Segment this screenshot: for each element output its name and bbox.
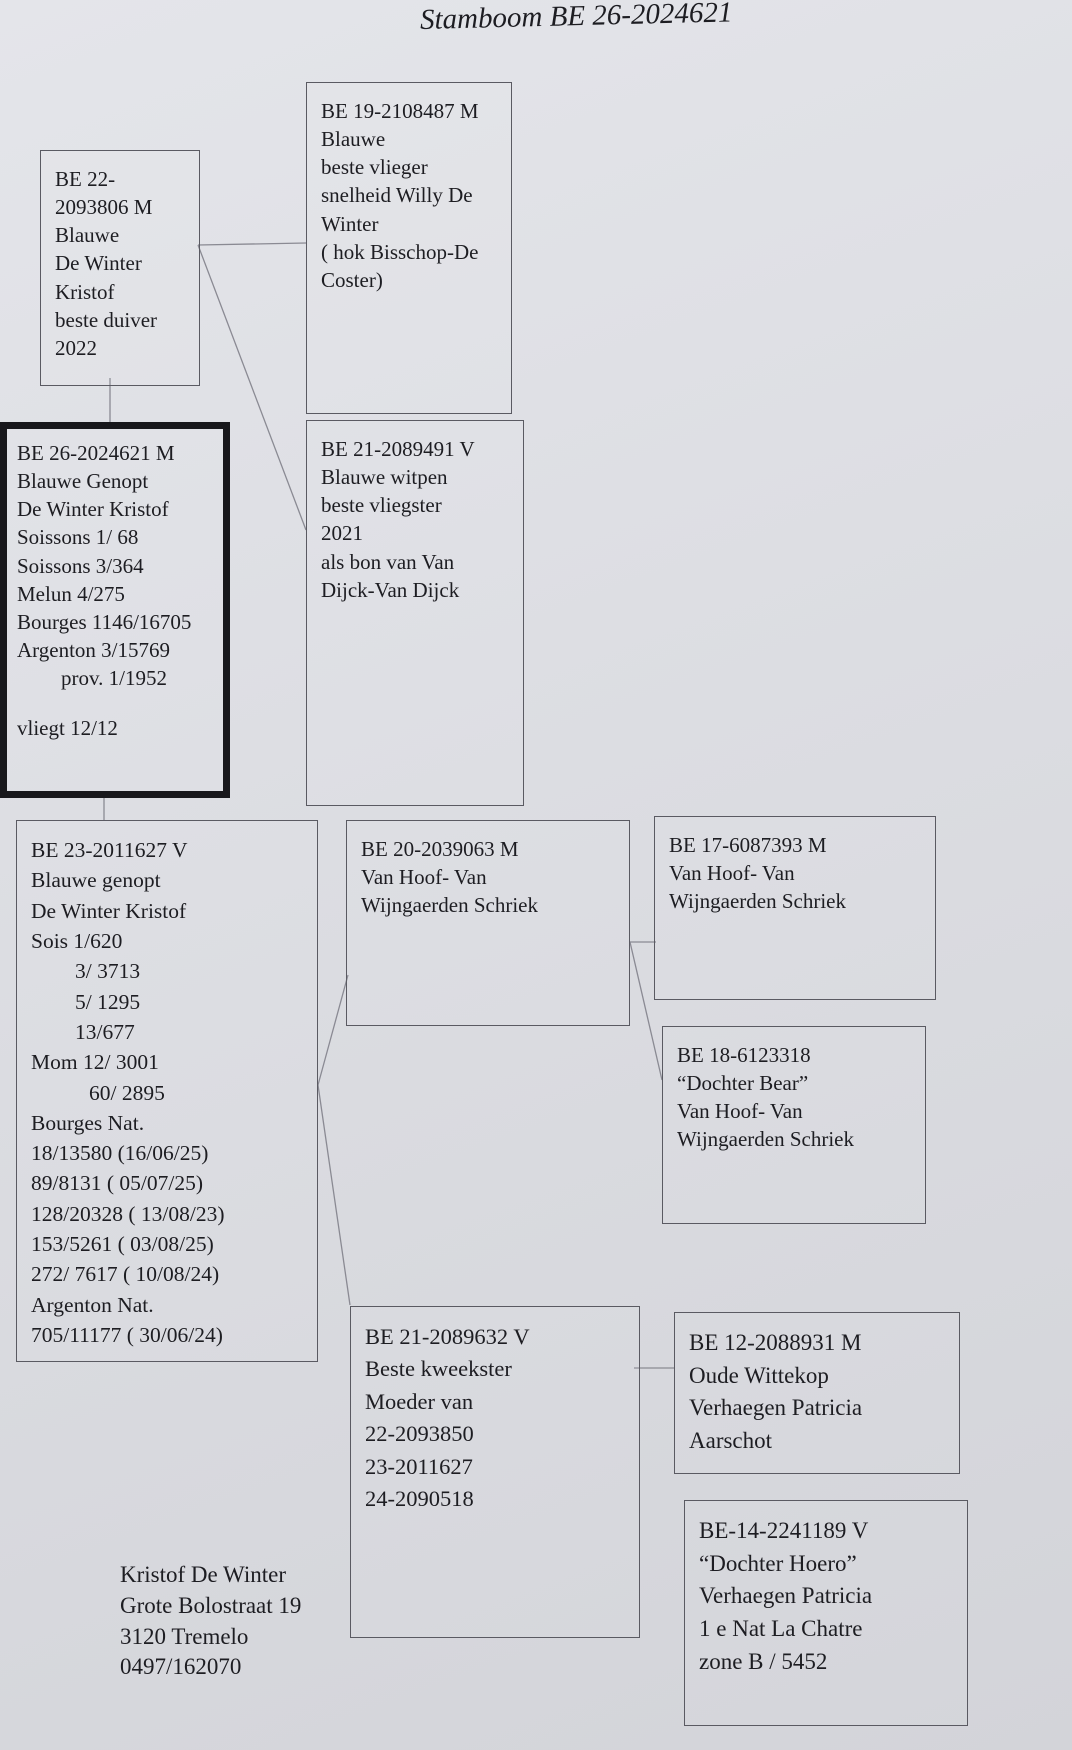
sire-dam-line: BE 21-2089491 V: [321, 437, 475, 461]
dam-sire-sire-line: Van Hoof- Van: [669, 861, 795, 886]
dam-dam-sire-line: Aarschot: [689, 1427, 773, 1453]
dam-sire-dam-line: “Dochter Bear”: [677, 1071, 809, 1096]
dam-sire-line: Wijngaerden Schriek: [361, 893, 539, 918]
dam-dam-dam-line: zone B / 5452: [699, 1648, 828, 1674]
dam-line: Mom 12/ 3001: [31, 1050, 159, 1075]
main-pigeon-line: BE 26-2024621 M: [17, 441, 175, 465]
sire-dam-line: Blauwe witpen: [321, 465, 448, 490]
dam-dam-line: 23-2011627: [365, 1453, 473, 1479]
sire-line: 2022: [55, 335, 97, 360]
dam-line: 128/20328 ( 13/08/23): [31, 1201, 225, 1226]
dam-sire-sire-line: BE 17-6087393 M: [669, 833, 827, 857]
main-pigeon-flight-record: vliegt 12/12: [17, 716, 118, 741]
dam-dam-line: 22-2093850: [365, 1421, 474, 1447]
main-pigeon-line: prov. 1/1952: [61, 666, 167, 690]
dam-dam-line: 24-2090518: [365, 1485, 474, 1511]
sire-line: Kristof: [55, 279, 115, 304]
dam-box: BE 23-2011627 V Blauwe genopt De Winter …: [16, 820, 318, 1362]
dam-sire-line: Van Hoof- Van: [361, 865, 487, 890]
owner-address: Kristof De Winter Grote Bolostraat 19 31…: [120, 1560, 301, 1683]
dam-dam-line: BE 21-2089632 V: [365, 1324, 530, 1349]
dam-line: 18/13580 (16/06/25): [31, 1141, 209, 1166]
main-pigeon-line: De Winter Kristof: [17, 497, 169, 522]
dam-sire-dam-box: BE 18-6123318 “Dochter Bear” Van Hoof- V…: [662, 1026, 926, 1224]
dam-line: Argenton Nat.: [31, 1292, 154, 1317]
dam-dam-line: Beste kweekster: [365, 1356, 512, 1382]
main-pigeon-line: Soissons 1/ 68: [17, 525, 139, 550]
dam-dam-dam-line: Verhaegen Patricia: [699, 1583, 873, 1609]
dam-line: Sois 1/620: [31, 928, 123, 953]
dam-line: Bourges Nat.: [31, 1110, 145, 1135]
sire-line: beste duiver: [55, 307, 158, 332]
sire-dam-line: Dijck-Van Dijck: [321, 577, 460, 602]
dam-dam-sire-line: Oude Wittekop: [689, 1362, 829, 1388]
main-pigeon-line: Soissons 3/364: [17, 553, 144, 578]
dam-dam-dam-line: 1 e Nat La Chatre: [699, 1615, 863, 1641]
dam-line: 13/677: [75, 1019, 135, 1044]
owner-name: Kristof De Winter: [120, 1562, 286, 1587]
dam-dam-box: BE 21-2089632 V Beste kweekster Moeder v…: [350, 1306, 640, 1638]
dam-sire-dam-line: BE 18-6123318: [677, 1043, 811, 1067]
dam-sire-box: BE 20-2039063 M Van Hoof- Van Wijngaerde…: [346, 820, 630, 1026]
sire-sire-box: BE 19-2108487 M Blauwe beste vlieger sne…: [306, 82, 512, 414]
main-pigeon-line: Bourges 1146/16705: [17, 609, 192, 634]
sire-box: BE 22- 2093806 M Blauwe De Winter Kristo…: [40, 150, 200, 386]
sire-dam-line: 2021: [321, 521, 363, 546]
sire-sire-line: beste vlieger: [321, 155, 428, 180]
main-pigeon-line: Blauwe Genopt: [17, 469, 149, 494]
sire-line: 2093806 M: [55, 195, 153, 220]
sire-sire-line: BE 19-2108487 M: [321, 99, 479, 123]
sire-sire-line: Winter: [321, 211, 379, 236]
dam-dam-sire-box: BE 12-2088931 M Oude Wittekop Verhaegen …: [674, 1312, 960, 1474]
dam-line: 153/5261 ( 03/08/25): [31, 1232, 214, 1257]
dam-line: BE 23-2011627 V: [31, 838, 188, 862]
main-pigeon-box: BE 26-2024621 M Blauwe Genopt De Winter …: [0, 422, 230, 798]
dam-line: 272/ 7617 ( 10/08/24): [31, 1262, 220, 1287]
owner-street: Grote Bolostraat 19: [120, 1592, 302, 1618]
dam-line: 705/11177 ( 30/06/24): [31, 1323, 223, 1347]
dam-dam-dam-line: BE-14-2241189 V: [699, 1518, 869, 1543]
sire-sire-line: snelheid Willy De: [321, 183, 473, 208]
spacer: [17, 692, 213, 714]
owner-phone: 0497/162070: [120, 1654, 242, 1680]
dam-dam-dam-line: “Dochter Hoero”: [699, 1550, 857, 1576]
dam-line: 5/ 1295: [75, 989, 141, 1014]
sire-dam-box: BE 21-2089491 V Blauwe witpen beste vlie…: [306, 420, 524, 806]
sire-line: BE 22-: [55, 167, 116, 191]
sire-dam-line: als bon van Van: [321, 549, 455, 574]
dam-sire-sire-line: Wijngaerden Schriek: [669, 889, 847, 914]
dam-line: 3/ 3713: [75, 959, 141, 984]
dam-dam-line: Moeder van: [365, 1388, 474, 1414]
dam-dam-sire-line: Verhaegen Patricia: [689, 1395, 863, 1421]
dam-sire-line: BE 20-2039063 M: [361, 837, 519, 861]
dam-line: De Winter Kristof: [31, 898, 187, 923]
dam-sire-dam-line: Van Hoof- Van: [677, 1099, 803, 1124]
owner-city: 3120 Tremelo: [120, 1623, 249, 1649]
main-pigeon-line: Argenton 3/15769: [17, 637, 171, 662]
page-title: Stamboom BE 26-2024621: [419, 0, 733, 36]
sire-line: Blauwe: [55, 223, 120, 248]
sire-sire-line: Coster): [321, 267, 383, 292]
main-pigeon-line: Melun 4/275: [17, 581, 125, 606]
dam-dam-dam-box: BE-14-2241189 V “Dochter Hoero” Verhaege…: [684, 1500, 968, 1726]
dam-dam-sire-line: BE 12-2088931 M: [689, 1330, 862, 1355]
dam-line: Blauwe genopt: [31, 868, 161, 893]
dam-sire-sire-box: BE 17-6087393 M Van Hoof- Van Wijngaerde…: [654, 816, 936, 1000]
sire-sire-line: Blauwe: [321, 127, 386, 152]
sire-line: De Winter: [55, 251, 142, 276]
dam-sire-dam-line: Wijngaerden Schriek: [677, 1127, 855, 1152]
sire-dam-line: beste vliegster: [321, 493, 442, 518]
dam-line: 60/ 2895: [89, 1080, 165, 1105]
sire-sire-line: ( hok Bisschop-De: [321, 239, 479, 264]
dam-line: 89/8131 ( 05/07/25): [31, 1171, 203, 1196]
